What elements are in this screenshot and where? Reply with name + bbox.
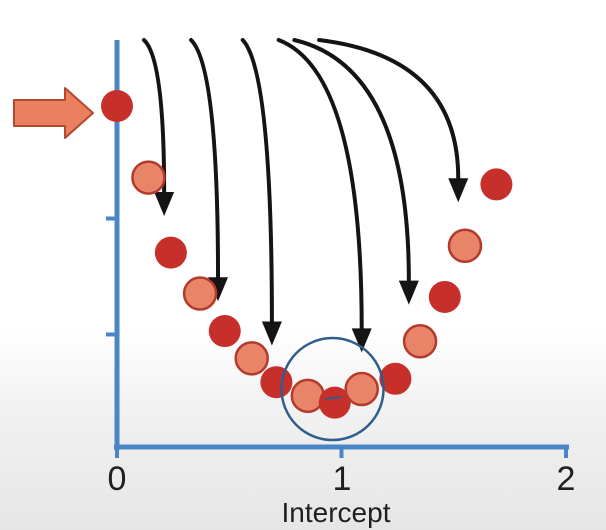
intermediate-point	[131, 160, 166, 195]
intermediate-point	[182, 276, 218, 311]
x-tick-label-1: 1	[332, 460, 352, 498]
curved-arrow-head	[261, 321, 282, 346]
step-point	[428, 280, 461, 313]
curved-arrow-head	[351, 328, 372, 353]
intermediate-point	[234, 341, 269, 376]
curved-arrow	[141, 38, 167, 194]
x-tick-label-0: 0	[107, 460, 127, 498]
curved-arrow-head	[448, 178, 469, 203]
highlight-circle	[280, 336, 385, 442]
curved-arrow	[276, 38, 364, 331]
curved-arrow	[240, 38, 274, 324]
step-point	[101, 90, 133, 122]
step-point	[480, 168, 513, 201]
step-point	[154, 236, 187, 269]
step-point	[318, 386, 351, 419]
step-point	[208, 315, 241, 348]
curved-arrow	[189, 38, 221, 280]
intermediate-point	[402, 324, 438, 359]
pointer-layer	[13, 87, 94, 139]
intermediate-point	[344, 371, 379, 407]
curved-arrow-head	[154, 191, 175, 216]
intermediate-point	[290, 378, 326, 414]
curved-arrow	[292, 38, 411, 283]
x-axis-title: Intercept	[281, 497, 391, 528]
x-tick-label-2: 2	[556, 460, 576, 498]
highlight-layer	[280, 336, 385, 442]
step-point	[379, 362, 412, 395]
step-point	[260, 366, 293, 399]
annotation-arrows	[141, 38, 469, 353]
data-points	[101, 90, 513, 419]
intermediate-point	[447, 228, 483, 264]
highlight-mark	[325, 396, 342, 401]
curved-arrow	[317, 38, 461, 181]
curved-arrow-head	[398, 280, 419, 305]
pointer-arrow	[13, 87, 94, 139]
